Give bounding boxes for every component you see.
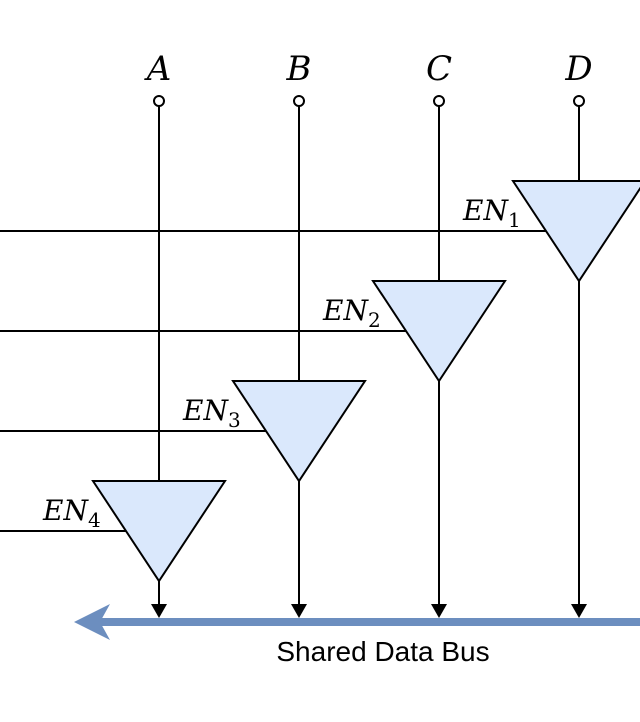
tristate-buffer-d xyxy=(511,180,640,283)
input-terminal-a xyxy=(153,95,165,107)
enable-label-1: EN1 xyxy=(462,194,521,232)
input-label-b: B xyxy=(286,49,312,89)
enable-label-2: EN2 xyxy=(322,294,381,332)
bus-label: Shared Data Bus xyxy=(276,636,489,667)
input-label-d: D xyxy=(564,49,592,89)
enable-label-3: EN3 xyxy=(182,394,241,432)
tristate-buffer-c xyxy=(371,280,507,383)
output-arrow-b xyxy=(291,604,307,618)
output-arrow-c xyxy=(431,604,447,618)
input-label-c: C xyxy=(426,49,452,89)
output-arrow-d xyxy=(571,604,587,618)
tristate-buffer-a xyxy=(91,480,227,583)
bus-arrow-head-icon xyxy=(74,604,110,640)
input-terminal-d xyxy=(573,95,585,107)
output-arrow-a xyxy=(151,604,167,618)
input-terminal-b xyxy=(293,95,305,107)
enable-label-4: EN4 xyxy=(42,494,101,532)
input-terminal-c xyxy=(433,95,445,107)
tristate-buffer-b xyxy=(231,380,367,483)
input-label-a: A xyxy=(144,49,172,89)
